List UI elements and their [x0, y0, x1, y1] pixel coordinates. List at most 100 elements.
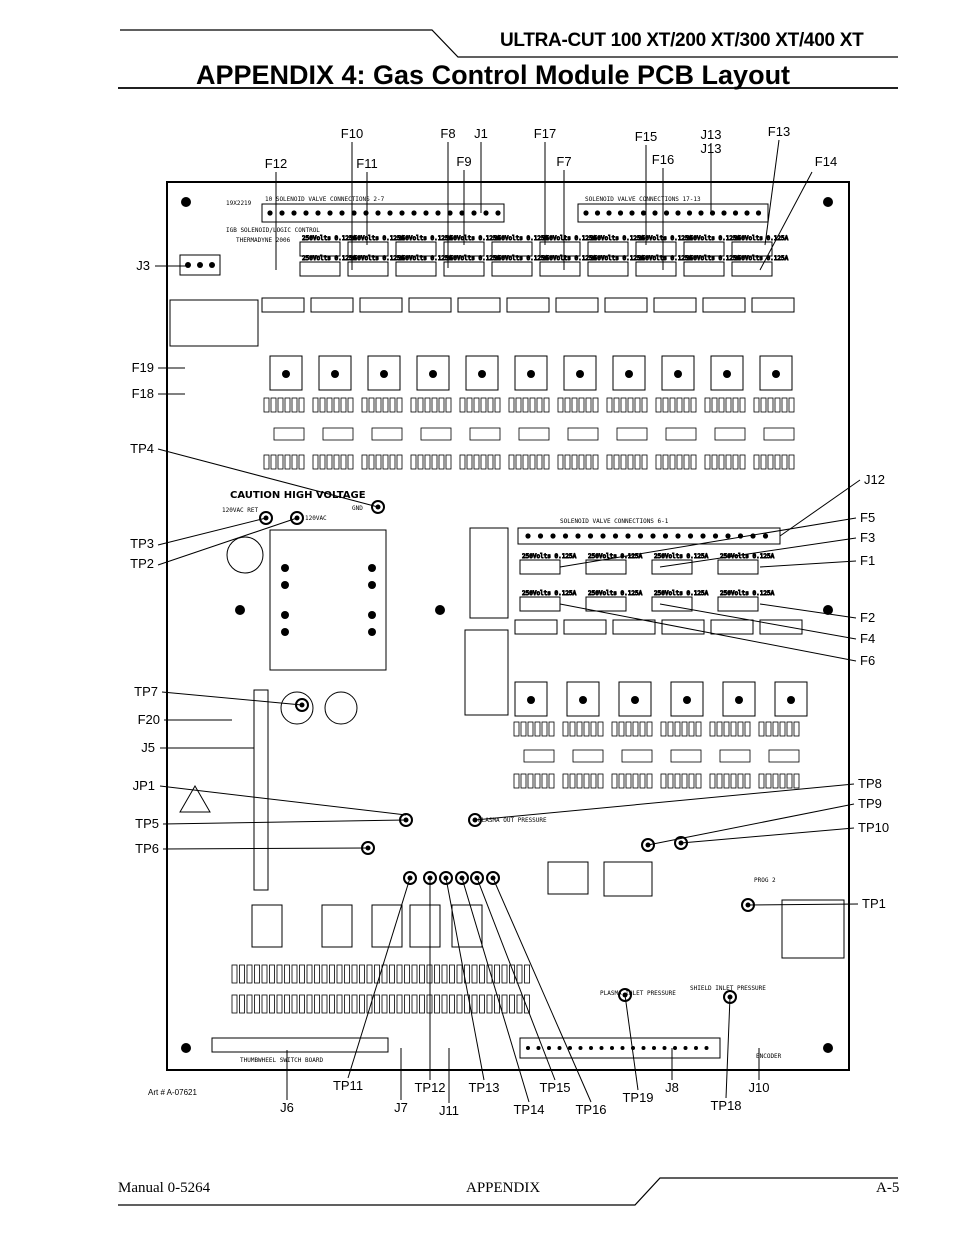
fuse-rating: 250Volts 0.125A — [398, 235, 453, 242]
fuse-rating: 250Volts 0.125A — [720, 590, 775, 597]
fuse-rating: 250Volts 0.125A — [446, 255, 501, 262]
callout-f6: F6 — [860, 653, 875, 668]
fuse-rating: 250Volts 0.125A — [638, 235, 693, 242]
resistor — [585, 397, 592, 413]
resistor — [674, 773, 681, 789]
fuse-rating: 250Volts 0.125A — [522, 590, 577, 597]
callout-j3: J3 — [136, 258, 150, 273]
resistor — [306, 994, 313, 1014]
callout-f17: F17 — [534, 126, 556, 141]
resistor — [291, 994, 298, 1014]
leader-f3 — [659, 537, 857, 568]
resistor — [312, 454, 319, 470]
test-point — [486, 871, 500, 885]
resistor — [419, 964, 425, 984]
fuse-rating: 250Volts 0.125A — [654, 590, 709, 597]
resistor — [662, 397, 669, 413]
callout-j13b: J13 — [701, 141, 722, 156]
resistor — [319, 454, 326, 470]
transistor — [670, 681, 704, 717]
resistor — [625, 773, 632, 789]
resistor — [688, 773, 695, 789]
resistor — [340, 454, 347, 470]
resistor — [786, 773, 793, 789]
resistor — [434, 964, 440, 984]
fuse-rating: 250Volts 0.125A — [686, 255, 741, 262]
resistor — [381, 964, 388, 984]
resistor — [543, 397, 550, 413]
capacitor — [359, 297, 403, 313]
capacitor — [653, 297, 697, 313]
connector-pin — [663, 210, 670, 216]
resistor — [660, 773, 667, 789]
resistor — [336, 964, 343, 984]
resistor — [732, 397, 739, 413]
resistor — [646, 721, 653, 737]
fuse-rating: 250Volts 0.125A — [522, 553, 577, 560]
resistor — [508, 397, 515, 413]
optocoupler — [665, 427, 697, 441]
connector-pin — [594, 210, 601, 216]
capacitor — [751, 297, 795, 313]
resistor — [471, 994, 478, 1014]
callout-f16: F16 — [652, 152, 674, 167]
resistor — [508, 454, 515, 470]
resistor — [758, 773, 765, 789]
leader-tp11 — [347, 877, 411, 1079]
art-number: Art # A-07621 — [148, 1088, 197, 1097]
leader-tp14 — [461, 877, 530, 1103]
solenoid-right-label: SOLENOID VALVE CONNECTIONS 17-13 — [585, 196, 701, 203]
resistor — [329, 994, 335, 1014]
optocoupler — [621, 749, 653, 763]
resistor — [704, 397, 711, 413]
resistor — [396, 454, 403, 470]
connector-pin — [694, 1046, 698, 1050]
resistor — [723, 773, 730, 789]
fuse-rating: 250Volts 0.125A — [350, 235, 405, 242]
callout-f19: F19 — [132, 360, 154, 375]
resistor — [543, 454, 550, 470]
connector-pin — [637, 533, 644, 539]
resistor — [562, 721, 569, 737]
resistor — [438, 454, 445, 470]
fuse-rating: 250Volts 0.125A — [588, 553, 643, 560]
connector-pin — [673, 1046, 677, 1050]
resistor — [411, 964, 418, 984]
transistor — [514, 355, 548, 391]
ic-chip — [251, 904, 283, 948]
resistor — [459, 454, 466, 470]
transistor-hole — [478, 370, 486, 378]
optocoupler — [322, 427, 354, 441]
resistor — [536, 397, 543, 413]
ic-chip — [371, 904, 403, 948]
resistor — [269, 964, 275, 984]
connector-pin — [662, 533, 669, 539]
resistor — [618, 721, 625, 737]
resistor — [655, 454, 662, 470]
resistor — [344, 964, 350, 984]
connector-pin — [550, 533, 556, 539]
fuse-rating: 250Volts 0.125A — [398, 255, 453, 262]
resistor — [639, 721, 646, 737]
fuse-holder — [587, 261, 629, 277]
resistor — [479, 964, 485, 984]
resistor — [347, 397, 354, 413]
resistor — [277, 454, 284, 470]
resistor — [681, 773, 688, 789]
resistor — [578, 454, 585, 470]
resistor — [284, 454, 291, 470]
resistor — [634, 397, 641, 413]
resistor — [375, 397, 382, 413]
resistor — [753, 397, 760, 413]
fuse-holder — [347, 261, 389, 277]
transistor — [759, 355, 793, 391]
callout-f15: F15 — [635, 129, 657, 144]
resistor — [725, 454, 732, 470]
connector-pin — [495, 210, 501, 216]
resistor — [641, 397, 648, 413]
connector-pin — [526, 1046, 530, 1050]
resistor — [765, 721, 772, 737]
leader-tp3 — [157, 517, 267, 546]
callout-j10: J10 — [749, 1080, 770, 1095]
resistor — [449, 964, 455, 984]
